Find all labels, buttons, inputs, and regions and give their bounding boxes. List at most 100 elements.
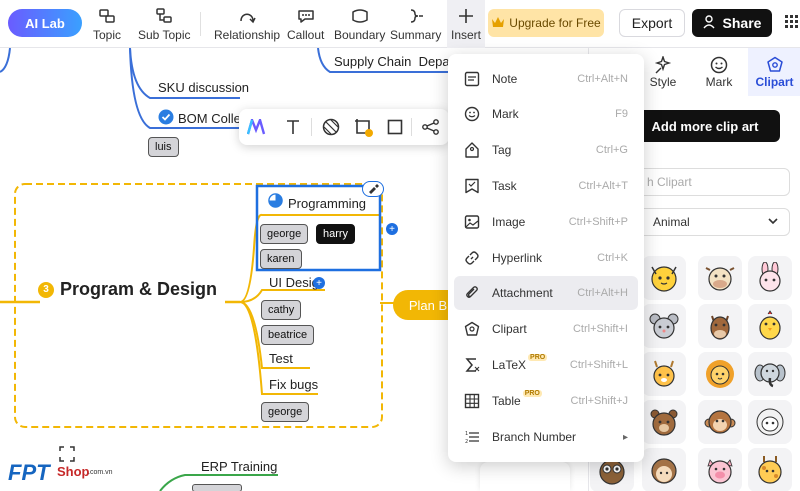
clipart-rabbit-icon[interactable] <box>748 256 792 300</box>
tag-luis[interactable]: luis <box>148 137 179 157</box>
chevron-down-icon <box>767 215 779 230</box>
table-icon <box>462 391 482 411</box>
border-style-icon[interactable] <box>353 117 373 137</box>
add-child-plus-icon[interactable]: + <box>386 223 398 235</box>
clipart-hedgehog-icon[interactable] <box>642 448 686 491</box>
floating-format-bar <box>239 109 449 145</box>
topic-sku-discussion[interactable]: SKU discussion <box>158 80 250 95</box>
smiley-icon <box>462 104 482 124</box>
menu-item-tag[interactable]: Tag Ctrl+G <box>454 133 638 167</box>
menu-item-clipart-shortcut: Ctrl+Shift+I <box>572 323 628 335</box>
upgrade-button[interactable]: Upgrade for Free <box>488 9 604 37</box>
topic-fix-bugs[interactable]: Fix bugs <box>269 377 319 392</box>
clipart-monkey-icon[interactable] <box>698 400 742 444</box>
topic-supply-chain[interactable]: Supply Chain Depar <box>334 54 454 69</box>
brush-icon[interactable] <box>362 181 384 197</box>
menu-item-table[interactable]: TablePRO Ctrl+Shift+J <box>454 384 638 418</box>
topic-erp-training[interactable]: ERP Training <box>201 459 278 474</box>
tab-mark[interactable]: Mark <box>697 48 741 96</box>
menu-item-note[interactable]: Note Ctrl+Alt+N <box>454 62 638 96</box>
tag-beatrice[interactable]: beatrice <box>261 325 315 345</box>
tag-harry[interactable]: harry <box>316 224 356 244</box>
crown-icon <box>491 16 505 31</box>
clipart-category-select[interactable]: Animal <box>632 208 790 236</box>
clipart-giraffe-icon[interactable] <box>748 448 792 491</box>
fill-style-icon[interactable] <box>321 117 341 137</box>
clipart-lion-icon[interactable] <box>698 352 742 396</box>
apps-grid-icon[interactable] <box>784 14 800 30</box>
fpt-logo-text: FPT <box>8 460 50 485</box>
menu-item-table-shortcut: Ctrl+Shift+J <box>570 395 628 407</box>
main-topic-program-design[interactable]: 3 Program & Design <box>38 279 217 300</box>
subtopic-button[interactable]: Sub Topic <box>138 6 190 44</box>
tag-icon <box>462 140 482 160</box>
menu-item-latex[interactable]: LaTeXPRO Ctrl+Shift+L <box>454 348 638 382</box>
canvas-controls[interactable] <box>480 462 570 491</box>
tag-george-2[interactable]: george <box>261 402 310 422</box>
clipart-mouse-icon[interactable] <box>642 304 686 348</box>
link-icon <box>462 248 482 268</box>
menu-item-attachment[interactable]: Attachment Ctrl+Alt+H <box>454 276 638 310</box>
menu-item-tag-label: Tag <box>492 143 512 157</box>
tab-clipart[interactable]: Clipart <box>748 48 800 96</box>
clipart-bear-icon[interactable] <box>642 400 686 444</box>
menu-item-latex-shortcut: Ctrl+Shift+L <box>569 359 628 371</box>
clipart-pig-icon[interactable] <box>698 448 742 491</box>
callout-label: Callout <box>287 28 325 42</box>
clipart-bee-icon[interactable] <box>642 256 686 300</box>
topic-programming-label: Programming <box>288 195 367 211</box>
clipart-horse-icon[interactable] <box>698 304 742 348</box>
clipart-cow-icon[interactable] <box>698 256 742 300</box>
share-button[interactable]: Share <box>692 9 772 37</box>
clipart-star-icon <box>765 55 785 75</box>
topic-ui-design[interactable]: UI Desig <box>269 275 319 290</box>
insert-button[interactable]: Insert <box>451 6 481 44</box>
menu-item-tag-shortcut: Ctrl+G <box>595 144 628 156</box>
tab-style[interactable]: Style <box>639 48 687 96</box>
menu-item-table-label: TablePRO <box>492 390 542 408</box>
menu-item-mark[interactable]: Mark F9 <box>454 97 638 131</box>
clipart-chick-icon[interactable] <box>748 304 792 348</box>
top-toolbar: AI Lab Topic Sub Topic Relationship Cal <box>0 0 800 48</box>
topic-button[interactable]: Topic <box>93 6 121 44</box>
boundary-button[interactable]: Boundary <box>334 6 385 44</box>
topic-label: Topic <box>93 28 122 42</box>
shape-icon[interactable] <box>385 117 405 137</box>
share-nodes-icon[interactable] <box>421 117 441 137</box>
topic-icon <box>96 6 118 26</box>
tag-karen[interactable]: karen <box>260 249 302 269</box>
ai-lab-button[interactable]: AI Lab <box>8 9 82 37</box>
clipart-elephant-icon[interactable] <box>748 352 792 396</box>
watermark-bg <box>0 440 90 491</box>
topic-programming[interactable]: Programming <box>268 193 366 213</box>
clipart-sheep-icon[interactable] <box>748 400 792 444</box>
fullscreen-icon[interactable] <box>59 446 75 462</box>
add-clipart-button[interactable]: Add more clip art <box>630 110 780 142</box>
menu-item-mark-label: Mark <box>492 107 519 121</box>
tag-cathy[interactable]: cathy <box>261 300 302 320</box>
clipart-deer-icon[interactable] <box>642 352 686 396</box>
callout-icon <box>295 6 317 26</box>
menu-item-clipart[interactable]: Clipart Ctrl+Shift+I <box>454 312 638 346</box>
menu-item-image[interactable]: Image Ctrl+Shift+P <box>454 205 638 239</box>
export-button[interactable]: Export <box>619 9 685 37</box>
relationship-button[interactable]: Relationship <box>214 6 280 44</box>
menu-item-note-label: Note <box>492 72 518 86</box>
text-format-icon[interactable] <box>283 117 303 137</box>
boundary-icon <box>349 6 371 26</box>
topic-test[interactable]: Test <box>269 351 293 366</box>
summary-button[interactable]: Summary <box>390 6 441 44</box>
tag-george[interactable]: george <box>260 224 309 244</box>
ai-logo-icon[interactable] <box>247 117 267 137</box>
topic-bom-collection[interactable]: BOM Collec <box>158 109 247 128</box>
add-sibling-plus-icon[interactable]: + <box>313 277 325 289</box>
menu-item-hyperlink[interactable]: Hyperlink Ctrl+K <box>454 241 638 275</box>
clipart-search-input[interactable]: h Clipart <box>632 168 790 196</box>
tab-clipart-label: Clipart <box>755 75 794 89</box>
menu-item-task[interactable]: Task Ctrl+Alt+T <box>454 169 638 203</box>
category-value: Animal <box>653 215 690 229</box>
callout-button[interactable]: Callout <box>287 6 324 44</box>
menu-item-latex-label: LaTeXPRO <box>492 354 548 372</box>
relationship-label: Relationship <box>214 28 281 42</box>
